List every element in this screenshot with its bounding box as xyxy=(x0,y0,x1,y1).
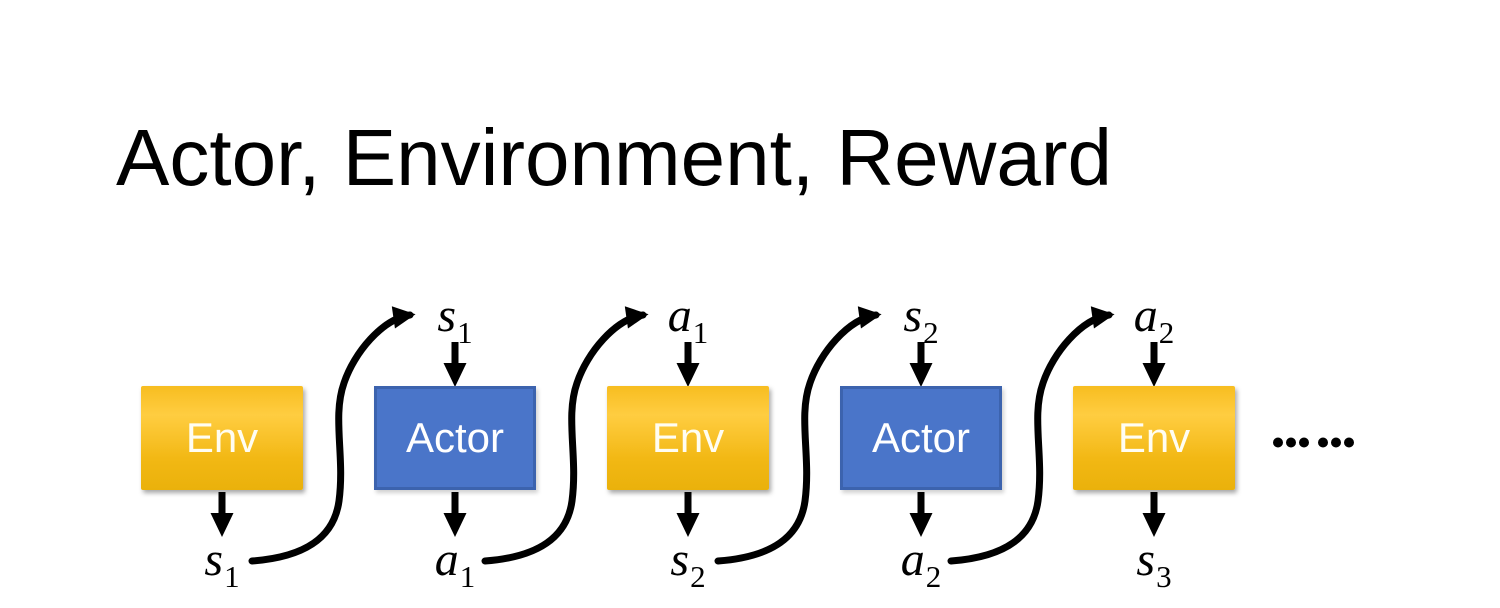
actor-1-output-arrow-icon xyxy=(443,492,467,537)
env-box-3: Env xyxy=(1073,386,1235,490)
flow-connector-a2-icon xyxy=(947,306,1115,565)
action-label-a2-bottom: a2 xyxy=(900,533,942,595)
env-2-input-arrow-icon xyxy=(676,342,700,387)
ellipsis-dots-icon xyxy=(1273,437,1354,448)
actor-box-2-label: Actor xyxy=(871,414,971,461)
state-label-s1-top: s1 xyxy=(437,289,473,351)
state-label-s2-top: s2 xyxy=(903,289,939,351)
env-box-3-label: Env xyxy=(1117,414,1191,461)
state-label-s2-bottom: s2 xyxy=(670,533,706,595)
flow-connector-a1-icon xyxy=(481,306,649,565)
actor-box-2: Actor xyxy=(840,386,1002,490)
env-box-2: Env xyxy=(607,386,769,490)
actor-1-input-arrow-icon xyxy=(443,342,467,387)
action-label-a1-top: a1 xyxy=(667,289,709,351)
state-label-s1-bottom: s1 xyxy=(204,533,240,595)
action-label-a1-bottom: a1 xyxy=(434,533,476,595)
env-3-input-arrow-icon xyxy=(1142,342,1166,387)
slide-title: Actor, Environment, Reward xyxy=(116,113,1112,202)
flow-connector-s2-icon xyxy=(714,306,882,565)
env-3-output-arrow-icon xyxy=(1142,492,1166,537)
flow-connector-s1-icon xyxy=(248,306,416,565)
actor-box-1: Actor xyxy=(374,386,536,490)
env-box-1-label: Env xyxy=(185,414,259,461)
actor-2-output-arrow-icon xyxy=(909,492,933,537)
actor-box-1-label: Actor xyxy=(405,414,505,461)
env-box-1: Env xyxy=(141,386,303,490)
env-2-output-arrow-icon xyxy=(676,492,700,537)
env-box-2-label: Env xyxy=(651,414,725,461)
state-label-s3-bottom: s3 xyxy=(1136,533,1172,595)
actor-2-input-arrow-icon xyxy=(909,342,933,387)
action-label-a2-top: a2 xyxy=(1133,289,1175,351)
env-1-output-arrow-icon xyxy=(210,492,234,537)
